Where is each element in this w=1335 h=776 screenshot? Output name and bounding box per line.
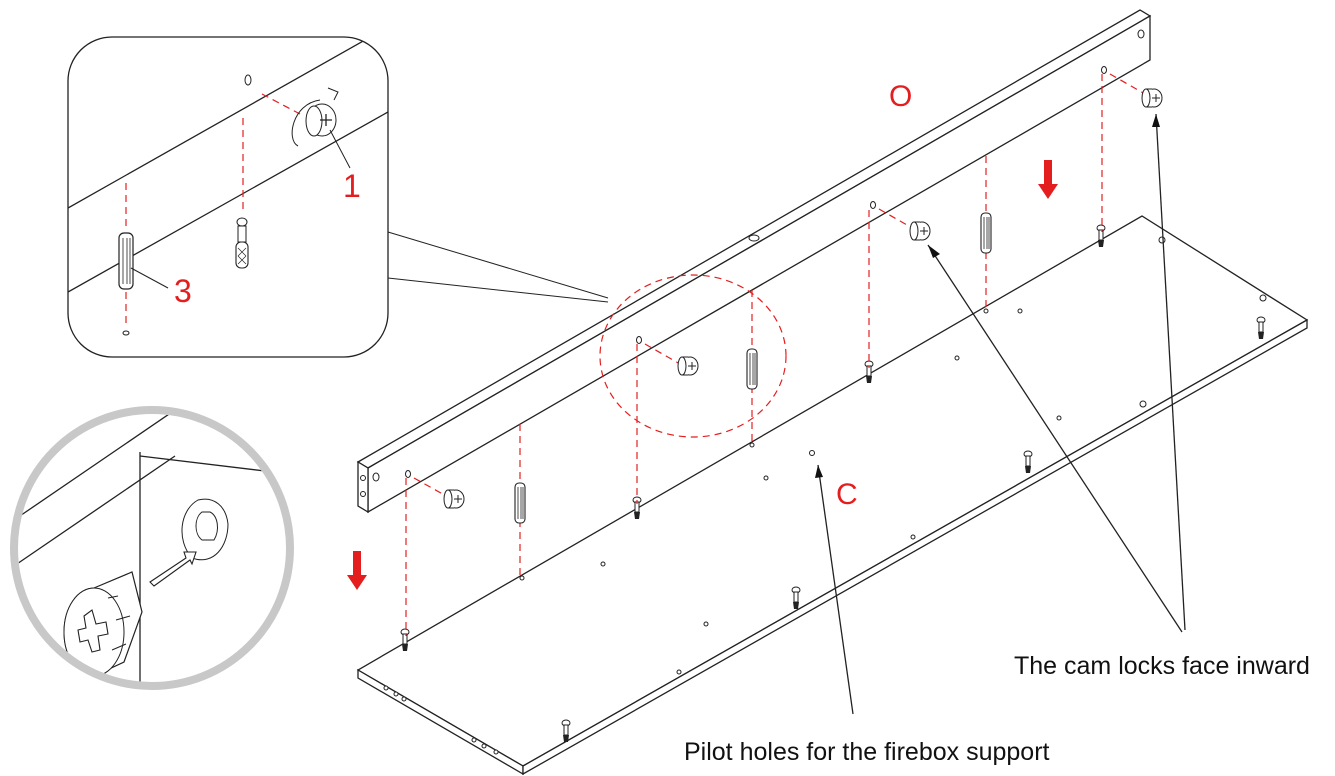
callout-number-3: 3 [174, 273, 192, 309]
cam-lock-icon [443, 489, 465, 509]
down-arrow-icon [347, 551, 367, 590]
cam-lock-icon [909, 221, 931, 241]
detail-zoom-box [67, 36, 609, 358]
panel-o [356, 9, 1152, 514]
down-arrow-icon [1038, 160, 1058, 199]
cam-lock-callout [10, 406, 294, 690]
panel-c [356, 215, 1309, 776]
cam-locks-note: The cam locks face inward [1014, 652, 1310, 680]
wood-dowel-icon [514, 482, 526, 524]
leader-lines [815, 113, 1186, 715]
part-label-c: C [836, 478, 858, 511]
cam-lock-icon [677, 356, 699, 376]
wood-dowel-icon [746, 348, 758, 390]
cam-lock-icon [1141, 88, 1163, 108]
wood-dowel-icon [980, 212, 992, 254]
part-label-o: O [889, 80, 912, 113]
pilot-holes-note: Pilot holes for the firebox support [684, 738, 1050, 766]
callout-number-1: 1 [343, 168, 361, 204]
